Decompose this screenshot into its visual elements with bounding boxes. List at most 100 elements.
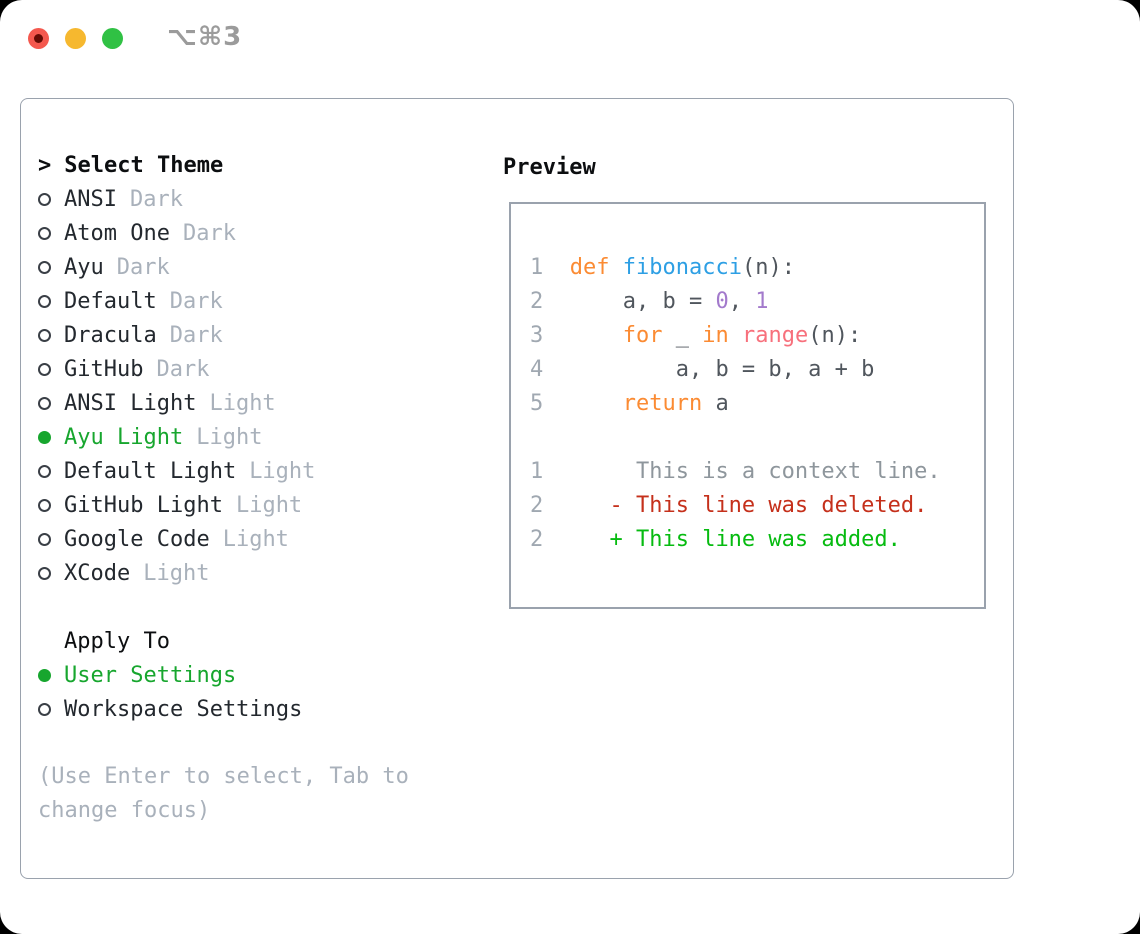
code-blank-line [530, 421, 984, 455]
code-token [557, 391, 623, 416]
code-token [610, 255, 623, 280]
radio-icon [38, 362, 51, 376]
theme-variant: Dark [182, 220, 236, 246]
radio-icon [38, 192, 51, 206]
window-title: ⌥⌘3 [167, 22, 243, 52]
code-token: _ [662, 323, 703, 348]
line-number: 5 [530, 391, 544, 416]
theme-variant: Light [196, 424, 263, 450]
theme-name: Default [64, 288, 157, 314]
minimize-button[interactable] [65, 28, 86, 49]
radio-icon [38, 566, 51, 580]
code-token [557, 323, 623, 348]
theme-item-ayu[interactable]: Ayu Dark [38, 250, 438, 284]
theme-item-github[interactable]: GitHub Dark [38, 352, 438, 386]
code-line: 2 a, b = 0, 1 [530, 285, 984, 319]
titlebar: ⌥⌘3 [0, 0, 1140, 76]
code-token: fibonacci [622, 255, 742, 280]
theme-variant: Light [143, 560, 210, 586]
line-number: 2 [530, 493, 544, 518]
theme-list-header: > Select Theme [38, 148, 438, 182]
code-token [729, 323, 742, 348]
code-line: 1 def fibonacci(n): [530, 251, 984, 285]
code-token: def [569, 255, 610, 280]
code-token: a [702, 391, 729, 416]
code-token: This is a context line. [556, 459, 941, 484]
radio-icon [38, 464, 51, 478]
theme-variant: Light [249, 458, 316, 484]
theme-name: Atom One [64, 220, 170, 246]
theme-item-dracula[interactable]: Dracula Dark [38, 318, 438, 352]
theme-variant: Dark [169, 322, 223, 348]
theme-name: GitHub [64, 356, 144, 382]
radio-icon [38, 294, 51, 308]
code-token: in [702, 323, 729, 348]
code-token: a, b = [556, 289, 716, 314]
theme-item-ayu-light[interactable]: Ayu Light Light [38, 420, 438, 454]
radio-icon [38, 702, 51, 716]
theme-name: Ayu [64, 254, 104, 280]
preview-title: Preview [503, 154, 596, 180]
line-number: 2 [530, 527, 544, 552]
zoom-button[interactable] [102, 28, 123, 49]
line-number: 2 [530, 289, 544, 314]
apply-option-label: Workspace Settings [64, 696, 303, 722]
theme-item-default[interactable]: Default Dark [38, 284, 438, 318]
apply-option-workspace-settings[interactable]: Workspace Settings [38, 692, 438, 726]
radio-icon [38, 226, 51, 240]
apply-option-label: User Settings [64, 662, 237, 688]
code-line: 2 + This line was added. [530, 523, 984, 557]
theme-name: ANSI [64, 186, 117, 212]
cursor-icon: > [38, 152, 52, 178]
radio-icon [38, 430, 51, 444]
help-text: (Use Enter to select, Tab to change focu… [38, 764, 409, 823]
code-line: 5 return a [530, 387, 984, 421]
code-token: (n): [808, 323, 862, 348]
theme-item-google-code[interactable]: Google Code Light [38, 522, 438, 556]
theme-variant: Light [222, 526, 289, 552]
radio-icon [38, 668, 51, 682]
theme-name: Dracula [64, 322, 157, 348]
line-number: 4 [530, 357, 544, 382]
theme-variant: Light [235, 492, 303, 518]
code-line: 2 - This line was deleted. [530, 489, 984, 523]
code-token: a, b = b, a + b [556, 357, 875, 382]
radio-icon [38, 260, 51, 274]
theme-name: Google Code [64, 526, 210, 552]
theme-name: Ayu Light [64, 424, 184, 450]
radio-icon [38, 396, 51, 410]
radio-icon [38, 532, 51, 546]
spacer [38, 590, 438, 624]
code-line: 1 This is a context line. [530, 455, 984, 489]
close-button[interactable] [28, 28, 49, 49]
code-token: , [728, 289, 756, 314]
theme-variant: Dark [116, 254, 170, 280]
theme-name: XCode [64, 560, 131, 586]
code-token: return [622, 391, 703, 416]
theme-list-title: Select Theme [64, 152, 224, 178]
theme-item-xcode[interactable]: XCode Light [38, 556, 438, 590]
theme-variant: Dark [169, 288, 223, 314]
theme-variant: Dark [156, 356, 210, 382]
theme-item-atom-one[interactable]: Atom One Dark [38, 216, 438, 250]
code-token: - This line was deleted. [556, 493, 928, 518]
code-token: 1 [755, 289, 769, 314]
theme-name: GitHub Light [64, 492, 223, 518]
theme-variant: Light [209, 390, 276, 416]
apply-option-user-settings[interactable]: User Settings [38, 658, 438, 692]
line-number: 1 [530, 459, 544, 484]
line-number: 3 [530, 323, 544, 348]
code-token: 0 [715, 289, 729, 314]
apply-to-title: Apply To [64, 628, 170, 654]
theme-item-github-light[interactable]: GitHub Light Light [38, 488, 438, 522]
code-token: (n): [741, 255, 795, 280]
code-token [557, 255, 570, 280]
radio-icon [38, 498, 51, 512]
